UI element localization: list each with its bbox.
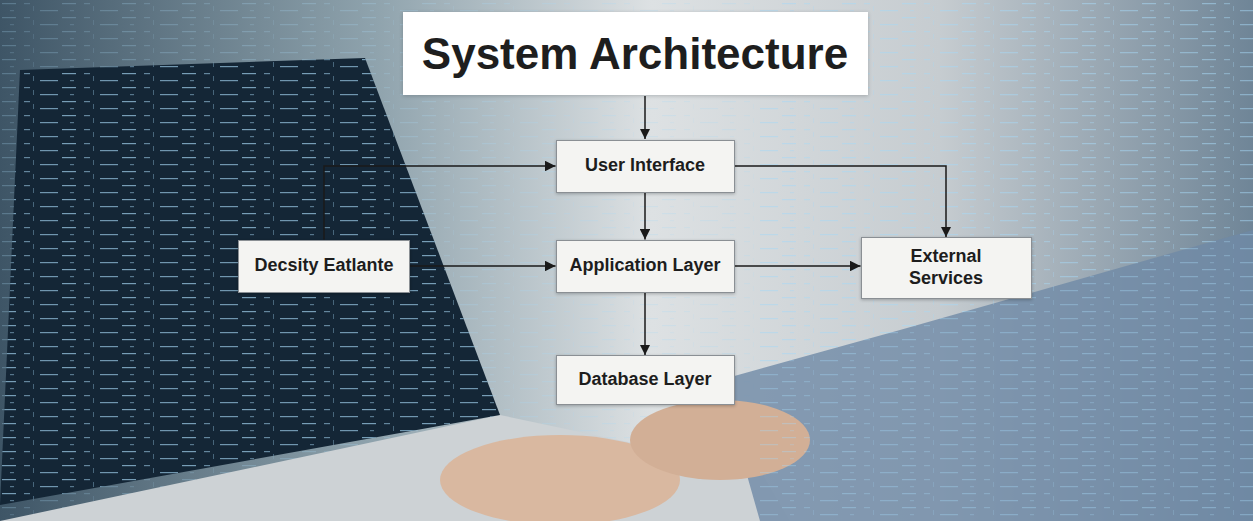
connector-arrow (410, 265, 556, 267)
diagram-title: System Architecture (422, 29, 848, 79)
process-box: External Services (861, 237, 1032, 299)
process-box: Application Layer (556, 240, 735, 293)
box-label: Database Layer (578, 369, 711, 391)
title-box: System Architecture (403, 12, 868, 95)
process-box: Decsity Eatlante (238, 240, 410, 293)
box-label: Application Layer (569, 255, 720, 277)
screen-streaks (0, 58, 500, 505)
connector-arrow (735, 265, 861, 267)
process-box: User Interface (556, 140, 735, 193)
box-label: External Services (881, 246, 1011, 289)
box-label: User Interface (585, 155, 705, 177)
box-label: Decsity Eatlante (254, 255, 393, 277)
connector-arrow (644, 193, 646, 240)
process-box: Database Layer (556, 355, 735, 405)
laptop-screen (0, 58, 500, 505)
title-arrow (644, 96, 646, 139)
connector-arrow (735, 166, 947, 237)
connector-arrow (644, 293, 646, 356)
connector-arrow (324, 166, 556, 240)
